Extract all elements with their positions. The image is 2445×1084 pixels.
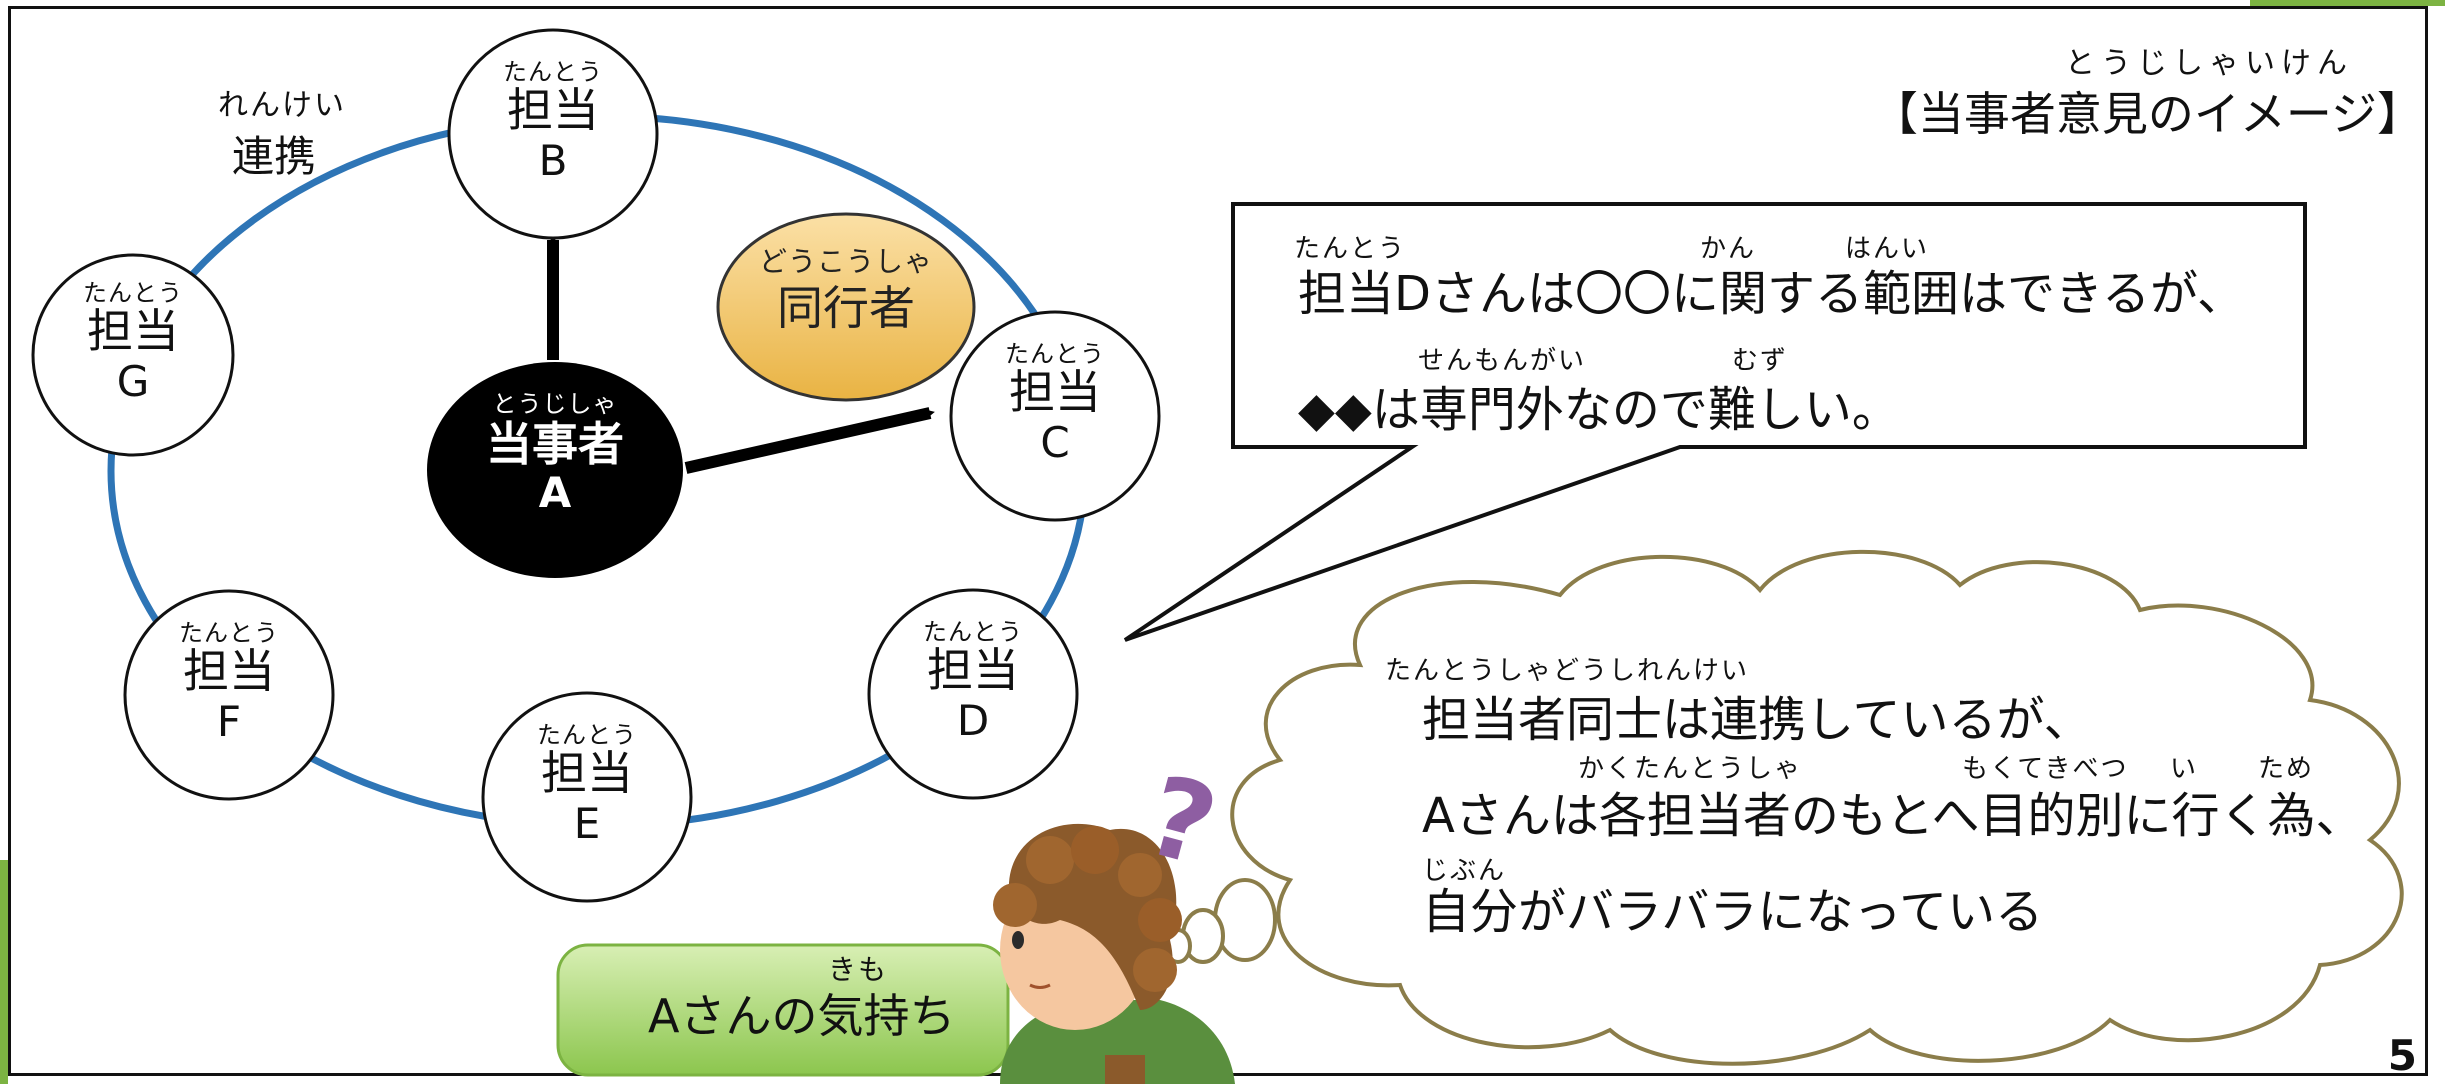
companion-title: 同行者: [777, 281, 915, 335]
title-text: 【当事者意見のイメージ】: [1871, 87, 2423, 141]
node-f-title: 担当: [183, 644, 275, 698]
node-e-letter: E: [573, 799, 601, 848]
speech-ruby-senmongai: せんもんがい: [1418, 346, 1587, 376]
node-d-letter: D: [956, 696, 990, 745]
node-b-title: 担当: [507, 83, 599, 137]
speech-bubble: [1123, 202, 2307, 642]
renkei-ruby: れんけい: [218, 88, 346, 123]
node-e-circle: [481, 691, 693, 903]
title-ruby: とうじしゃいけん: [2065, 46, 2353, 81]
speech-line-2: ◆◆は専門外なので難しい。: [1298, 382, 1900, 438]
node-b-letter: B: [538, 136, 568, 185]
node-g-circle: [31, 253, 235, 457]
thought-ruby-jibun: じぶん: [1422, 856, 1507, 886]
node-g-ruby: たんとう: [83, 279, 183, 307]
person-illustration: [993, 823, 1235, 1084]
thought-bubble-large: [1213, 878, 1277, 962]
thought-cloud: [1230, 549, 2404, 1066]
speech-ruby-muzu: むず: [1732, 346, 1789, 376]
feeling-ruby: きも: [828, 953, 889, 986]
thought-ruby-i: い: [2170, 754, 2199, 784]
page-number: 5: [2387, 1031, 2417, 1080]
thought-ruby-kakutantousha: かくたんとうしゃ: [1578, 754, 1803, 784]
companion-ruby: どうこうしゃ: [758, 245, 933, 278]
thought-ruby-mokutekibetsu: もくてきべつ: [1962, 754, 2129, 784]
node-e-ruby: たんとう: [537, 721, 637, 749]
node-b-ruby: たんとう: [503, 58, 603, 86]
node-f-letter: F: [216, 697, 242, 746]
question-mark-icon: ?: [1134, 751, 1229, 891]
node-f-ruby: たんとう: [179, 619, 279, 647]
thought-ruby-tame: ため: [2258, 754, 2315, 784]
node-d-ruby: たんとう: [923, 618, 1023, 646]
feeling-text: Aさんの気持ち: [648, 989, 956, 1043]
node-e-title: 担当: [541, 746, 633, 800]
speech-ruby-kan: かん: [1700, 234, 1757, 264]
speech-ruby-hanni: はんい: [1845, 234, 1930, 264]
thought-line-2: Aさんは各担当者のもとへ目的別に行く為、: [1422, 788, 2364, 844]
center-node-letter: A: [538, 468, 572, 517]
feeling-label-box: [556, 943, 1010, 1077]
center-node-title: 当事者: [486, 417, 624, 471]
node-c-ruby: たんとう: [1005, 340, 1105, 368]
thought-ruby-1: たんとうしゃどうしれんけい: [1385, 656, 1750, 686]
thought-line-3: 自分がバラバラになっている: [1422, 884, 2044, 940]
speech-ruby-tantou: たんとう: [1294, 234, 1407, 264]
node-c-title: 担当: [1009, 365, 1101, 419]
node-b-circle: [447, 28, 659, 240]
node-d-circle: [867, 588, 1079, 800]
center-node-ruby: とうじしゃ: [492, 390, 618, 418]
speech-line-1: 担当Dさんは〇〇に関する範囲はできるが、: [1298, 266, 2246, 322]
node-f-circle: [123, 589, 335, 801]
green-accent-left: [0, 860, 8, 1084]
arrow-a-to-c: [684, 407, 935, 474]
companion-node: [716, 212, 976, 402]
slide-title: とうじしゃいけん 【当事者意見のイメージ】: [1872, 38, 2423, 144]
center-node-a: [427, 362, 683, 578]
node-g-letter: G: [116, 357, 150, 406]
node-g-title: 担当: [87, 304, 179, 358]
node-d-title: 担当: [927, 643, 1019, 697]
thought-line-1: 担当者同士は連携しているが、: [1422, 692, 2092, 748]
node-c-letter: C: [1040, 418, 1070, 467]
renkei-label: 連携: [232, 132, 317, 181]
green-accent-top: [2250, 0, 2445, 6]
node-c-circle: [949, 310, 1161, 522]
